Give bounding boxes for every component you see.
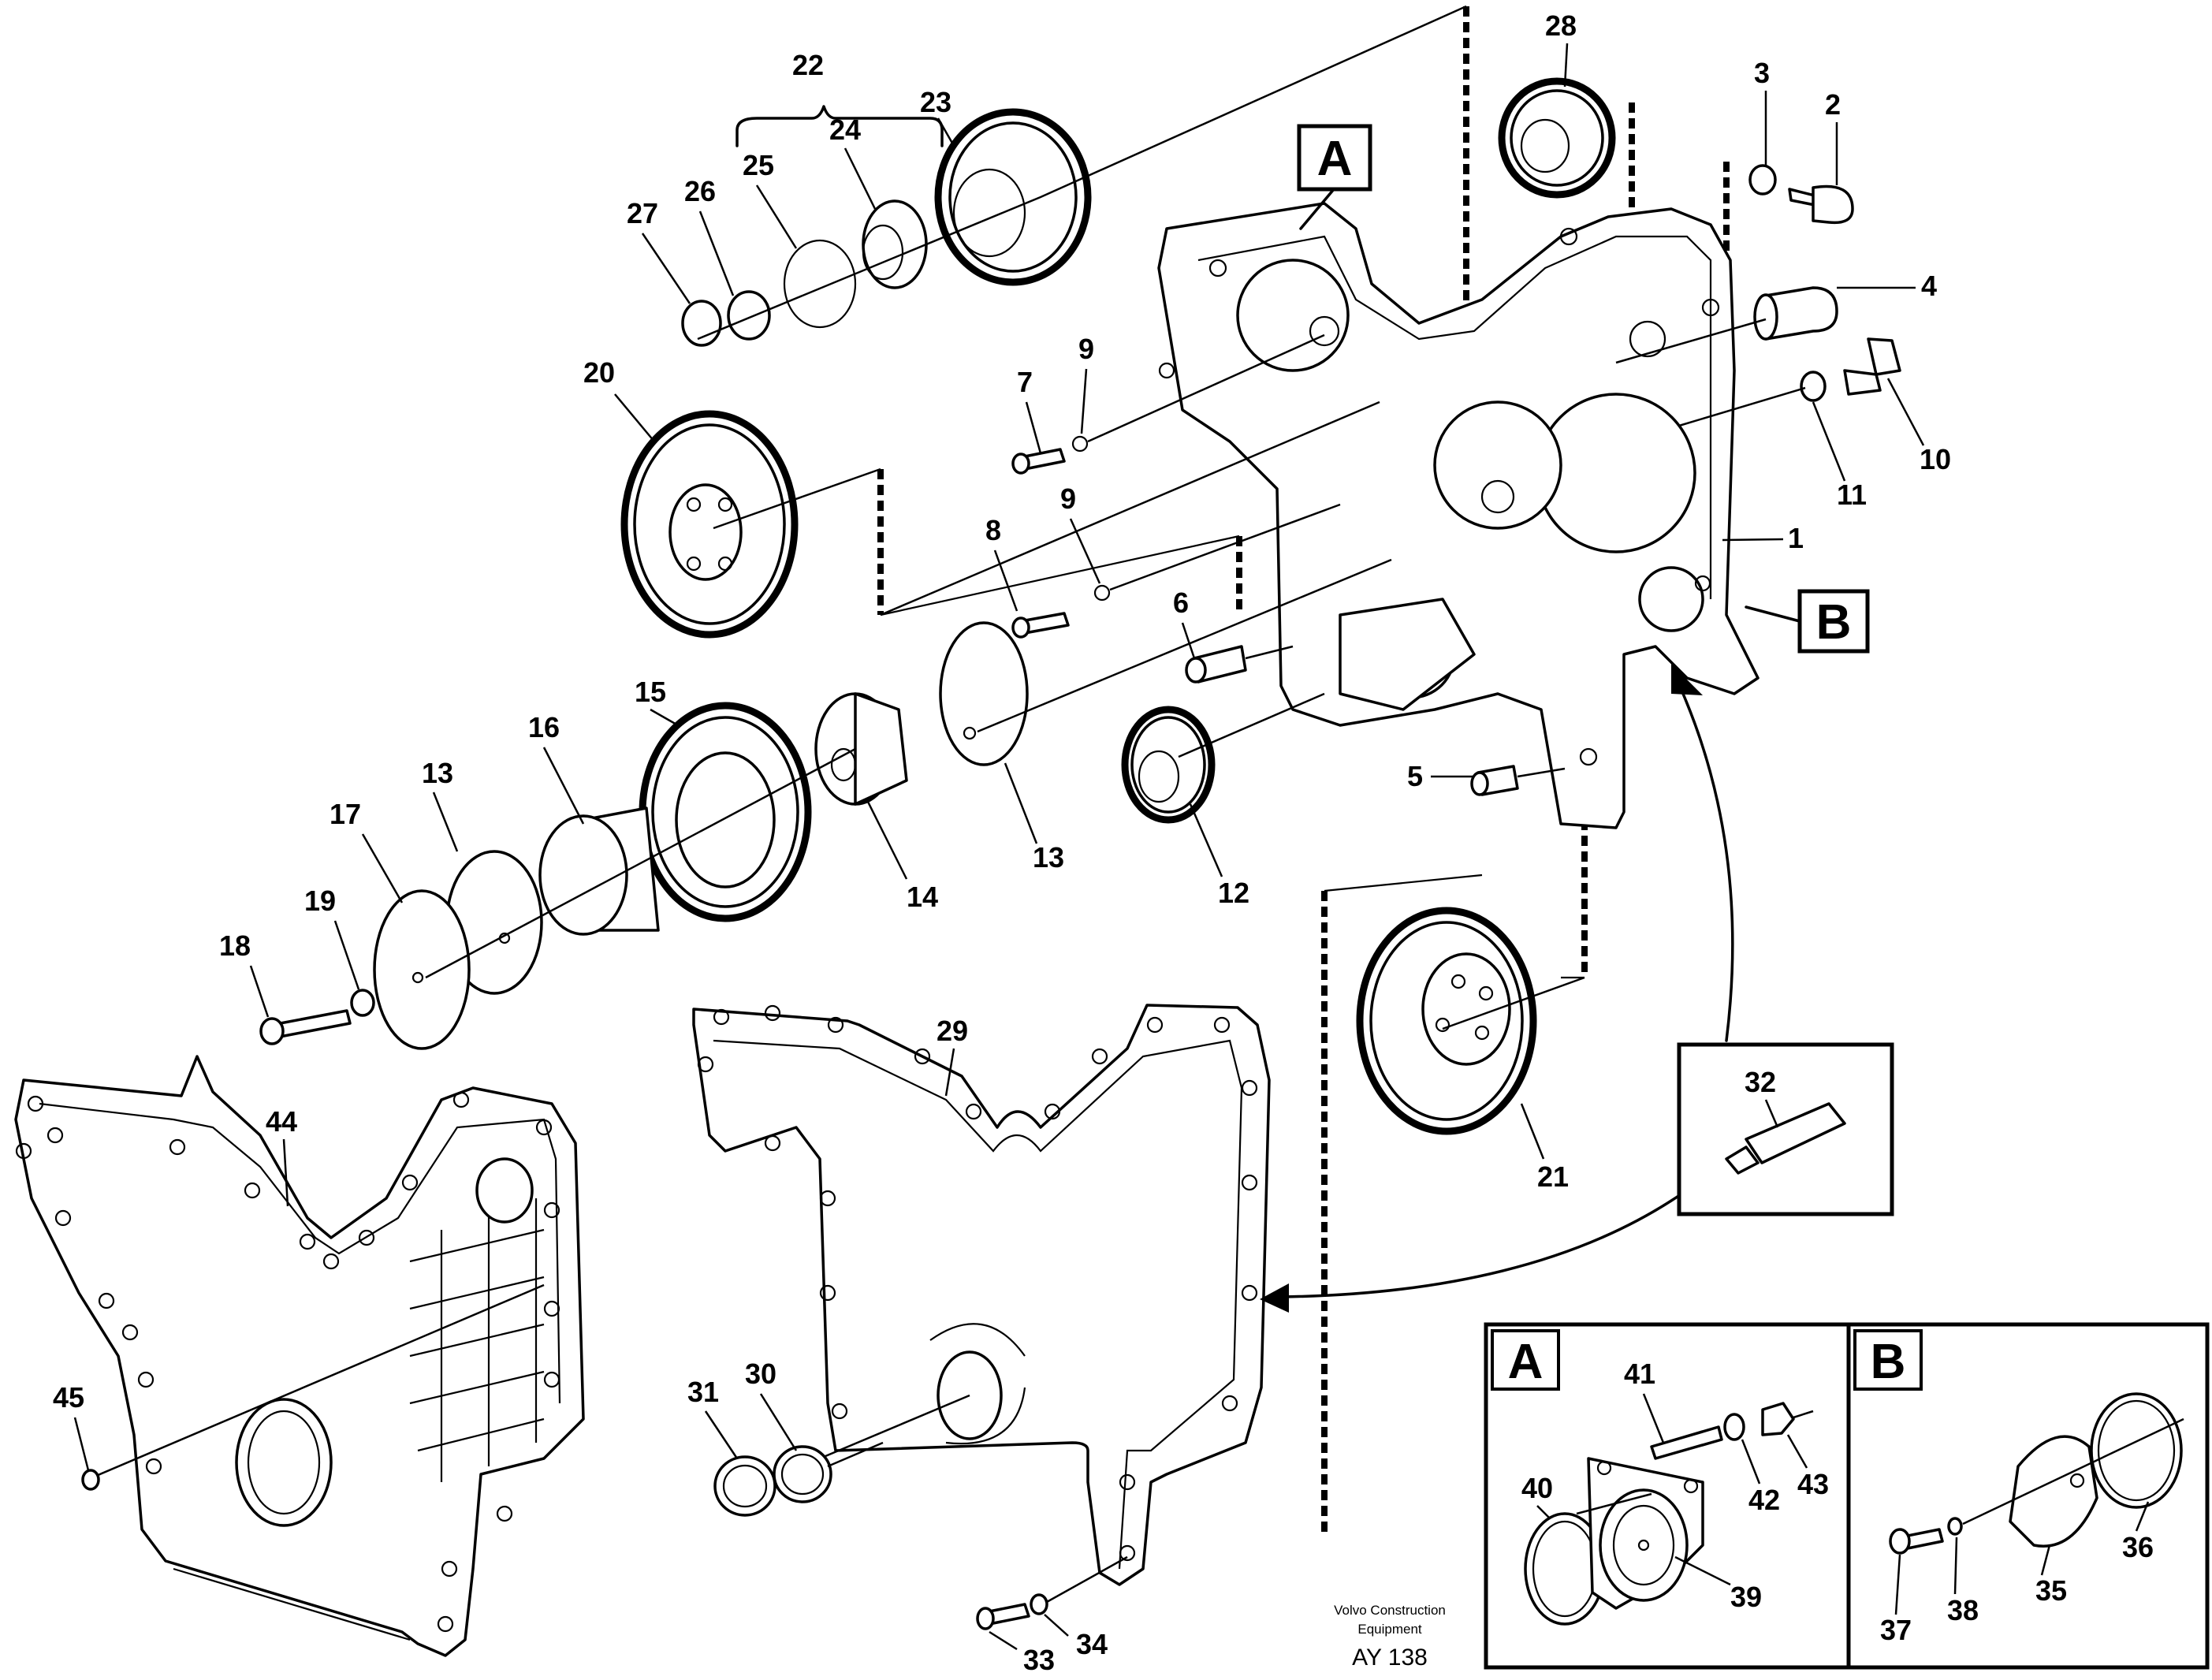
callout-3: 3	[1754, 57, 1770, 89]
section-label-a: A	[1317, 132, 1353, 186]
callout-25: 25	[743, 149, 774, 181]
fastener-parts-right	[1615, 164, 1901, 427]
callout-1: 1	[1788, 522, 1804, 554]
callout-8: 8	[985, 514, 1001, 546]
callout-17: 17	[330, 798, 361, 830]
callout-42: 42	[1748, 1484, 1780, 1516]
callout-34: 34	[1076, 1628, 1108, 1660]
callout-15: 15	[635, 676, 666, 708]
callout-9b: 9	[1060, 482, 1076, 515]
callout-29: 29	[937, 1015, 968, 1047]
callout-28: 28	[1545, 9, 1577, 42]
callout-18: 18	[219, 929, 251, 962]
callout-12: 12	[1218, 877, 1249, 909]
callout-23: 23	[920, 86, 951, 118]
timing-gear-casing	[1157, 202, 1760, 829]
callout-38: 38	[1947, 1594, 1979, 1626]
callout-4: 4	[1921, 270, 1937, 302]
callout-21: 21	[1537, 1160, 1569, 1193]
callout-37: 37	[1880, 1614, 1912, 1646]
callout-5: 5	[1407, 760, 1423, 792]
callout-14: 14	[907, 881, 938, 913]
callout-19: 19	[304, 885, 336, 917]
callout-7: 7	[1017, 366, 1033, 398]
callout-11: 11	[1837, 479, 1867, 511]
seals-30-31	[713, 1441, 884, 1517]
detail-panel-a-title: A	[1508, 1335, 1544, 1389]
footer: Volvo Construction Equipment AY 138	[1334, 1603, 1446, 1671]
callout-13a: 13	[422, 757, 453, 789]
sealant-detail	[1260, 664, 1894, 1313]
callout-33: 33	[1023, 1644, 1055, 1676]
section-callout-a: A	[1297, 124, 1372, 230]
brand-line-2: Equipment	[1357, 1622, 1422, 1637]
callout-41: 41	[1624, 1358, 1655, 1390]
front-cover-44	[14, 1055, 585, 1657]
callout-45: 45	[53, 1381, 84, 1414]
gasket-29	[692, 1004, 1271, 1586]
callout-32: 32	[1745, 1066, 1776, 1098]
section-label-b: B	[1816, 595, 1852, 650]
detail-panel-b-title: B	[1871, 1335, 1906, 1389]
section-callout-b: B	[1745, 589, 1870, 654]
callout-13b: 13	[1033, 841, 1064, 874]
callout-6: 6	[1173, 587, 1189, 619]
callout-16: 16	[528, 711, 560, 743]
idler-gear-assembly	[681, 5, 1467, 347]
callout-39: 39	[1730, 1581, 1762, 1613]
callout-20: 20	[583, 356, 615, 389]
callout-22: 22	[792, 49, 824, 81]
callout-43: 43	[1797, 1468, 1829, 1500]
crank-gear-assembly	[259, 558, 1392, 1050]
callout-36: 36	[2122, 1531, 2154, 1563]
gear-12	[1121, 692, 1325, 824]
callout-31: 31	[687, 1376, 719, 1408]
gear-28	[1498, 77, 1616, 199]
gear-21	[1356, 907, 1585, 1135]
gear-20	[620, 400, 1380, 639]
callout-35: 35	[2035, 1574, 2067, 1607]
callout-30: 30	[745, 1358, 776, 1390]
bush-6-pin-5	[1185, 645, 1566, 796]
callout-labels: 1 2 3 4 5 6 7 8 9 9 10 11 12 13 13 14 15…	[53, 9, 2154, 1676]
callout-44: 44	[266, 1105, 297, 1138]
callout-10: 10	[1920, 443, 1951, 475]
callout-2: 2	[1825, 88, 1841, 121]
figure-code: AY 138	[1352, 1645, 1428, 1671]
callout-27: 27	[627, 197, 658, 229]
callout-40: 40	[1521, 1472, 1553, 1504]
callout-26: 26	[684, 175, 716, 207]
detail-panel: A B	[1484, 1322, 2210, 1670]
brand-line-1: Volvo Construction	[1334, 1603, 1446, 1618]
bolt-33-34	[976, 1555, 1128, 1630]
bolts-7-8-9	[1011, 333, 1341, 639]
callout-24: 24	[829, 114, 861, 146]
callout-9a: 9	[1078, 333, 1094, 365]
